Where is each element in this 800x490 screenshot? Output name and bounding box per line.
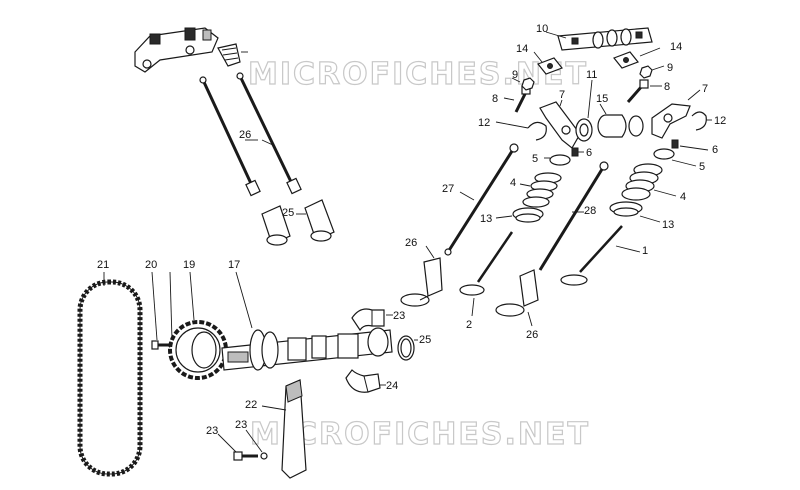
callout-9b: 9 [667, 62, 673, 74]
timing-chain [77, 279, 143, 477]
callout-4b: 4 [680, 191, 686, 203]
bolt-21 [233, 451, 258, 461]
collets-6-left [571, 147, 579, 157]
callout-12b: 12 [714, 115, 726, 127]
retainer-5-left [549, 154, 571, 166]
callout-12a: 12 [478, 117, 490, 129]
callout-23a: 23 [393, 310, 405, 322]
callout-9a: 9 [512, 69, 518, 81]
callout-25c: 26 [526, 329, 538, 341]
callout-11: 11 [586, 69, 597, 81]
pad-14-left [537, 57, 563, 75]
callout-7a: 7 [559, 89, 565, 101]
callout-8b: 8 [664, 81, 670, 93]
pad-14-right [613, 51, 639, 69]
rocker-arm-7-right [651, 103, 691, 139]
callout-20: 22 [245, 399, 257, 411]
circlip-12-left [527, 121, 547, 141]
callout-26c: 28 [584, 205, 596, 217]
bearing-23-lower [345, 369, 381, 393]
retainer-5-right [653, 148, 675, 160]
valve-cap-27 [217, 43, 241, 67]
camshaft-16 [221, 327, 393, 371]
circlip-12-right [691, 111, 707, 131]
callout-5a: 5 [532, 153, 538, 165]
bolt-8-right [626, 79, 649, 103]
spring-seat-13-right [609, 201, 643, 217]
callout-26b: 27 [442, 183, 454, 195]
spring-4-right [621, 163, 663, 201]
callout-18: 20 [145, 259, 157, 271]
spring-seat-13-left [512, 207, 544, 223]
callout-24: 25 [419, 334, 431, 346]
push-rod-right [538, 161, 609, 271]
callout-19: 21 [97, 259, 109, 271]
tappet-center [400, 257, 443, 307]
callout-17: 19 [183, 259, 195, 271]
nut-9-right [639, 65, 653, 79]
callout-13b: 13 [662, 219, 674, 231]
callout-23b: 24 [386, 380, 398, 392]
callout-25a: 25 [282, 207, 294, 219]
rocker-shaft-10 [557, 27, 653, 51]
valve-1 [560, 225, 623, 286]
callout-10: 10 [536, 23, 548, 35]
tappet-right [495, 269, 539, 317]
bush-15 [597, 114, 644, 138]
spring-4-left [522, 172, 562, 208]
callout-26a: 26 [239, 129, 251, 141]
callout-6b: 6 [712, 144, 718, 156]
callout-14b: 14 [670, 41, 682, 53]
sprocket-17 [168, 320, 228, 380]
callout-5b: 5 [699, 161, 705, 173]
callout-2: 2 [466, 319, 472, 331]
push-rod-center [444, 143, 519, 256]
callout-1: 1 [642, 245, 648, 257]
watermark-bottom: MICROFICHES.NET [250, 417, 590, 452]
collets-6-right [671, 139, 679, 149]
callout-25b: 26 [405, 237, 417, 249]
callout-14a: 14 [516, 43, 528, 55]
rocker-assembly-left [134, 27, 219, 73]
chain-tensioner-20 [281, 379, 307, 479]
callout-4a: 4 [510, 177, 516, 189]
tappets-left [261, 199, 335, 246]
callout-16: 17 [228, 259, 240, 271]
nut-9-left [521, 77, 535, 91]
valve-2 [459, 231, 514, 296]
watermark-top: MICROFICHES.NET [248, 57, 588, 92]
callout-21: 23 [206, 425, 218, 437]
washer-22 [260, 452, 268, 460]
rocker-arm-7-left [539, 101, 581, 149]
push-rods [199, 72, 302, 197]
callout-7b: 7 [702, 83, 708, 95]
callout-8a: 8 [492, 93, 498, 105]
callout-22: 23 [235, 419, 247, 431]
callout-6a: 6 [586, 147, 592, 159]
bearing-23-upper [351, 308, 385, 332]
callout-13a: 13 [480, 213, 492, 225]
callout-15: 15 [596, 93, 608, 105]
